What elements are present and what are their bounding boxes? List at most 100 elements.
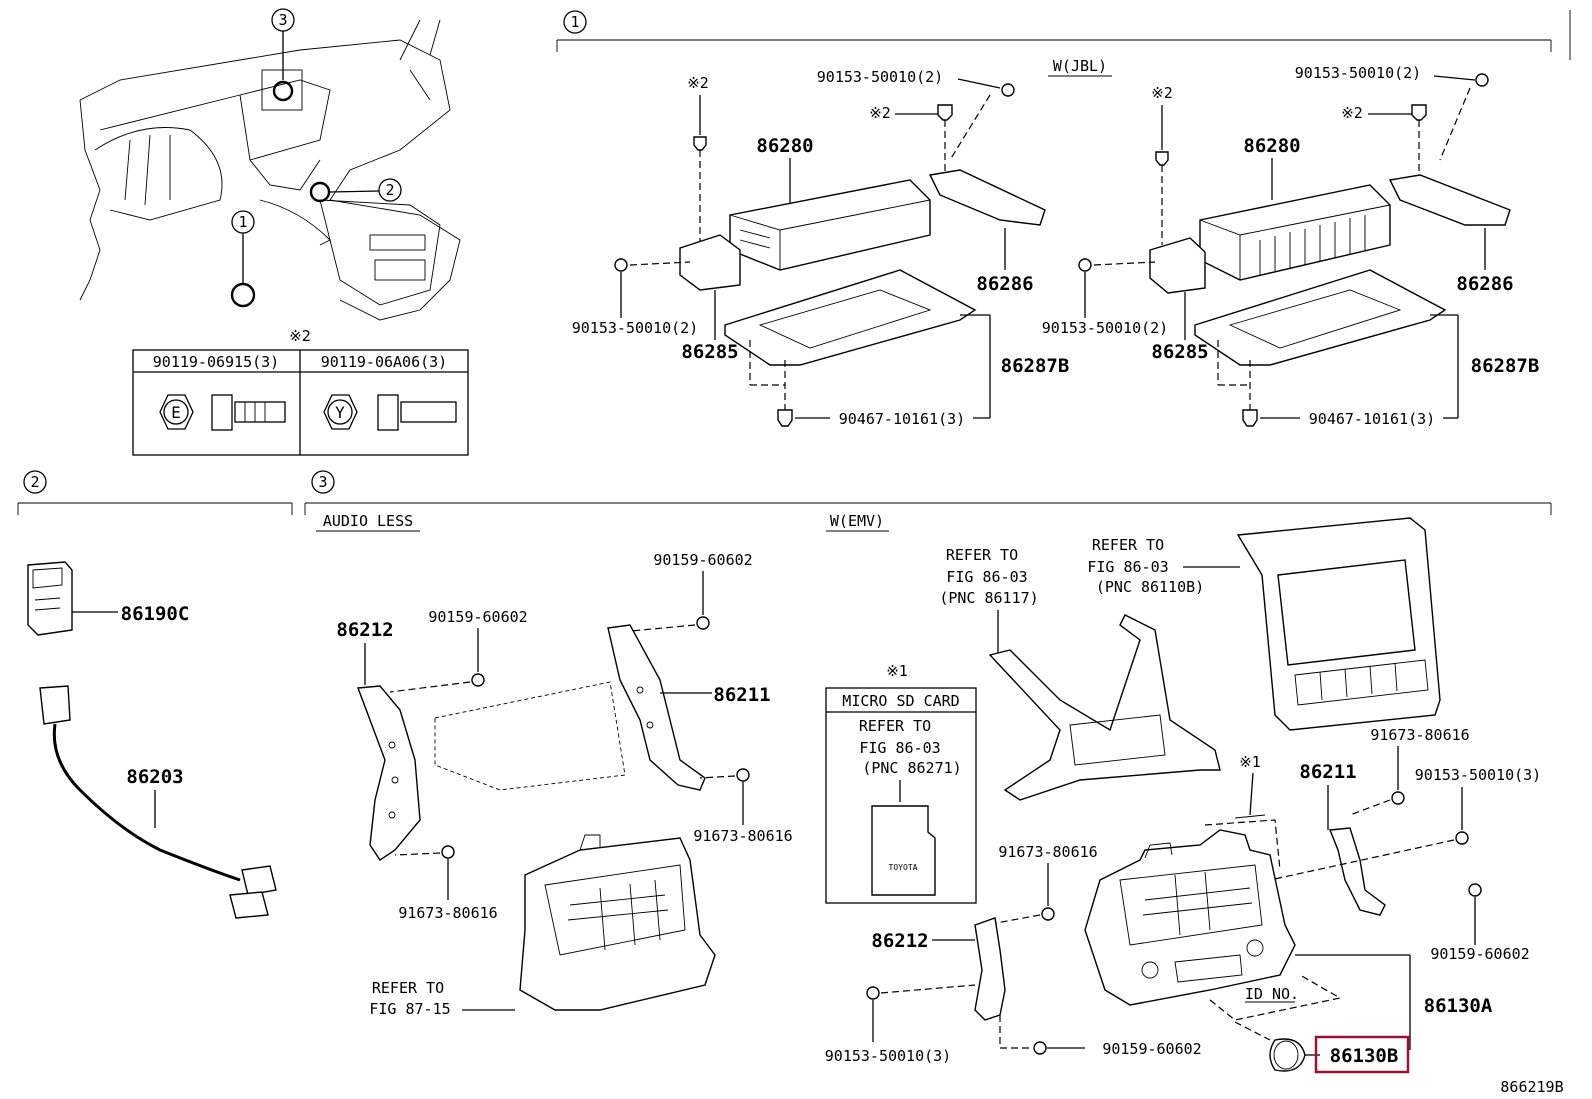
part-86287b-left: 86287B bbox=[1001, 355, 1070, 377]
bolt-icon bbox=[1411, 104, 1427, 121]
screw-icon bbox=[471, 673, 485, 687]
bolt-side-y-icon bbox=[377, 394, 399, 431]
bolt-table-header-right: 90119-06A06(3) bbox=[321, 353, 447, 371]
screw-icon bbox=[696, 616, 710, 630]
bracket-86285-left bbox=[679, 234, 741, 291]
part-91673-emv-a: 91673-80616 bbox=[998, 843, 1097, 861]
refer-audioless-2: FIG 87-15 bbox=[369, 1000, 450, 1018]
bolt-icon bbox=[1242, 409, 1258, 427]
amplifier-86280-left bbox=[729, 179, 931, 271]
connector-86203-a bbox=[241, 865, 277, 896]
part-86211-audioless: 86211 bbox=[713, 684, 770, 706]
amplifier-86280-right bbox=[1199, 184, 1391, 281]
display-screen bbox=[1277, 559, 1416, 666]
section-3-audioless-assembly: 86212 90159-60602 90159-60602 86211 9167… bbox=[336, 551, 792, 1018]
overview-callout-3: 3 bbox=[271, 8, 295, 102]
section-2-header: 2 bbox=[17, 470, 293, 515]
part-90153-top-right: 90153-50010(2) bbox=[1295, 64, 1421, 82]
console-panel-audioless bbox=[519, 837, 716, 1011]
bolt-mark-y: Y bbox=[335, 403, 345, 422]
part-91673-audioless-a: 91673-80616 bbox=[693, 827, 792, 845]
knob-86130b bbox=[1269, 1038, 1306, 1072]
refer-emv-a1: REFER TO bbox=[946, 546, 1018, 564]
bolt-icon bbox=[693, 136, 707, 151]
part-90467-left: 90467-10161(3) bbox=[839, 410, 965, 428]
part-86286-right: 86286 bbox=[1456, 273, 1513, 295]
bracket-86286-left bbox=[928, 169, 1046, 226]
bolt-mark-e: E bbox=[171, 403, 181, 422]
overview-callout-2: 2 bbox=[309, 178, 402, 203]
part-86286-left: 86286 bbox=[976, 273, 1033, 295]
micro-sd-card-icon bbox=[871, 805, 936, 896]
refer-emv-b3: (PNC 86110B) bbox=[1096, 578, 1204, 596]
refer-emv-a2: FIG 86-03 bbox=[946, 568, 1027, 586]
part-91673-audioless-b: 91673-80616 bbox=[398, 904, 497, 922]
id-no-label: ID NO. bbox=[1245, 985, 1299, 1003]
sd-refer-1: REFER TO bbox=[859, 717, 931, 735]
part-90159-audioless-a: 90159-60602 bbox=[428, 608, 527, 626]
highlight-86130b-box[interactable] bbox=[1314, 1035, 1410, 1074]
callout-2-label: 2 bbox=[385, 181, 394, 199]
note-mark-s1r-a: ※2 bbox=[1151, 84, 1173, 102]
bolt-table-note-mark: ※2 bbox=[289, 327, 311, 345]
screw-icon bbox=[614, 258, 628, 272]
part-86212-emv: 86212 bbox=[871, 930, 928, 952]
sd-refer-3: (PNC 86271) bbox=[862, 759, 961, 777]
screw-icon bbox=[1475, 73, 1489, 87]
note-mark-emv: ※1 bbox=[1239, 753, 1261, 771]
section-2-callout: 2 bbox=[30, 473, 39, 491]
diagram-code: 866219B bbox=[1500, 1078, 1563, 1096]
part-86130a: 86130A bbox=[1424, 995, 1493, 1017]
refer-audioless-1: REFER TO bbox=[372, 979, 444, 997]
callout-3-label: 3 bbox=[278, 11, 287, 29]
part-86190c: 86190C bbox=[121, 603, 190, 625]
part-86130b[interactable]: 86130B bbox=[1330, 1045, 1399, 1067]
bolt-head-e-icon bbox=[159, 394, 194, 430]
section-3-callout: 3 bbox=[318, 473, 327, 491]
part-90153-left-left: 90153-50010(2) bbox=[572, 319, 698, 337]
note-mark-sd: ※1 bbox=[886, 662, 908, 680]
dashboard-overview-illustration bbox=[79, 19, 461, 321]
bolt-reference-table: ※2 90119-06915(3) 90119-06A06(3) E Y bbox=[132, 327, 469, 456]
bracket-86286-right bbox=[1388, 174, 1511, 226]
bracket-86211-emv bbox=[1329, 827, 1386, 916]
part-90159-audioless-b: 90159-60602 bbox=[653, 551, 752, 569]
part-86280-left: 86280 bbox=[756, 135, 813, 157]
bolt-icon bbox=[1155, 151, 1169, 166]
section-1-callout: 1 bbox=[570, 13, 579, 31]
part-86285-left: 86285 bbox=[681, 341, 738, 363]
note-mark-s1r-b: ※2 bbox=[1341, 104, 1363, 122]
part-86203: 86203 bbox=[126, 766, 183, 788]
bracket-86212-emv bbox=[974, 917, 1006, 1021]
micro-sd-card-box bbox=[825, 687, 977, 904]
section-1-right-assembly: ※2 90153-50010(2) ※2 86280 86286 90153-5… bbox=[1042, 64, 1540, 428]
part-90153-emv-a: 90153-50010(3) bbox=[1415, 766, 1541, 784]
section-1-header: 1 W(JBL) bbox=[556, 10, 1571, 77]
bolt-head-y-icon bbox=[323, 394, 358, 430]
section-3-variant-audioless: AUDIO LESS bbox=[323, 512, 413, 530]
bracket-86117-emv bbox=[988, 614, 1221, 801]
refer-emv-b1: REFER TO bbox=[1092, 536, 1164, 554]
callout-1-label: 1 bbox=[238, 213, 247, 231]
part-90159-emv-a: 90159-60602 bbox=[1430, 945, 1529, 963]
part-90153-emv-b: 90153-50010(3) bbox=[825, 1047, 951, 1065]
sd-title: MICRO SD CARD bbox=[842, 692, 959, 710]
section-3-variant-emv: W(EMV) bbox=[830, 512, 884, 530]
section-1-variant: W(JBL) bbox=[1053, 57, 1107, 75]
screw-icon bbox=[1033, 1041, 1047, 1055]
overview-callout-1: 1 bbox=[230, 210, 256, 308]
part-86211-emv: 86211 bbox=[1299, 761, 1356, 783]
note-mark-s1l-a: ※2 bbox=[687, 74, 709, 92]
bracket-86211-audioless bbox=[607, 624, 706, 791]
sd-card-brand: TOYOTA bbox=[889, 863, 918, 872]
bolt-table-header-left: 90119-06915(3) bbox=[153, 353, 279, 371]
part-86287b-right: 86287B bbox=[1471, 355, 1540, 377]
sd-refer-2: FIG 86-03 bbox=[859, 739, 940, 757]
refer-emv-a3: (PNC 86117) bbox=[939, 589, 1038, 607]
note-mark-s1l-b: ※2 bbox=[869, 104, 891, 122]
bracket-86287b-left bbox=[724, 269, 977, 366]
console-panel-86130a-emv bbox=[1084, 829, 1296, 1006]
part-91673-emv-b: 91673-80616 bbox=[1370, 726, 1469, 744]
screw-icon bbox=[866, 986, 880, 1000]
